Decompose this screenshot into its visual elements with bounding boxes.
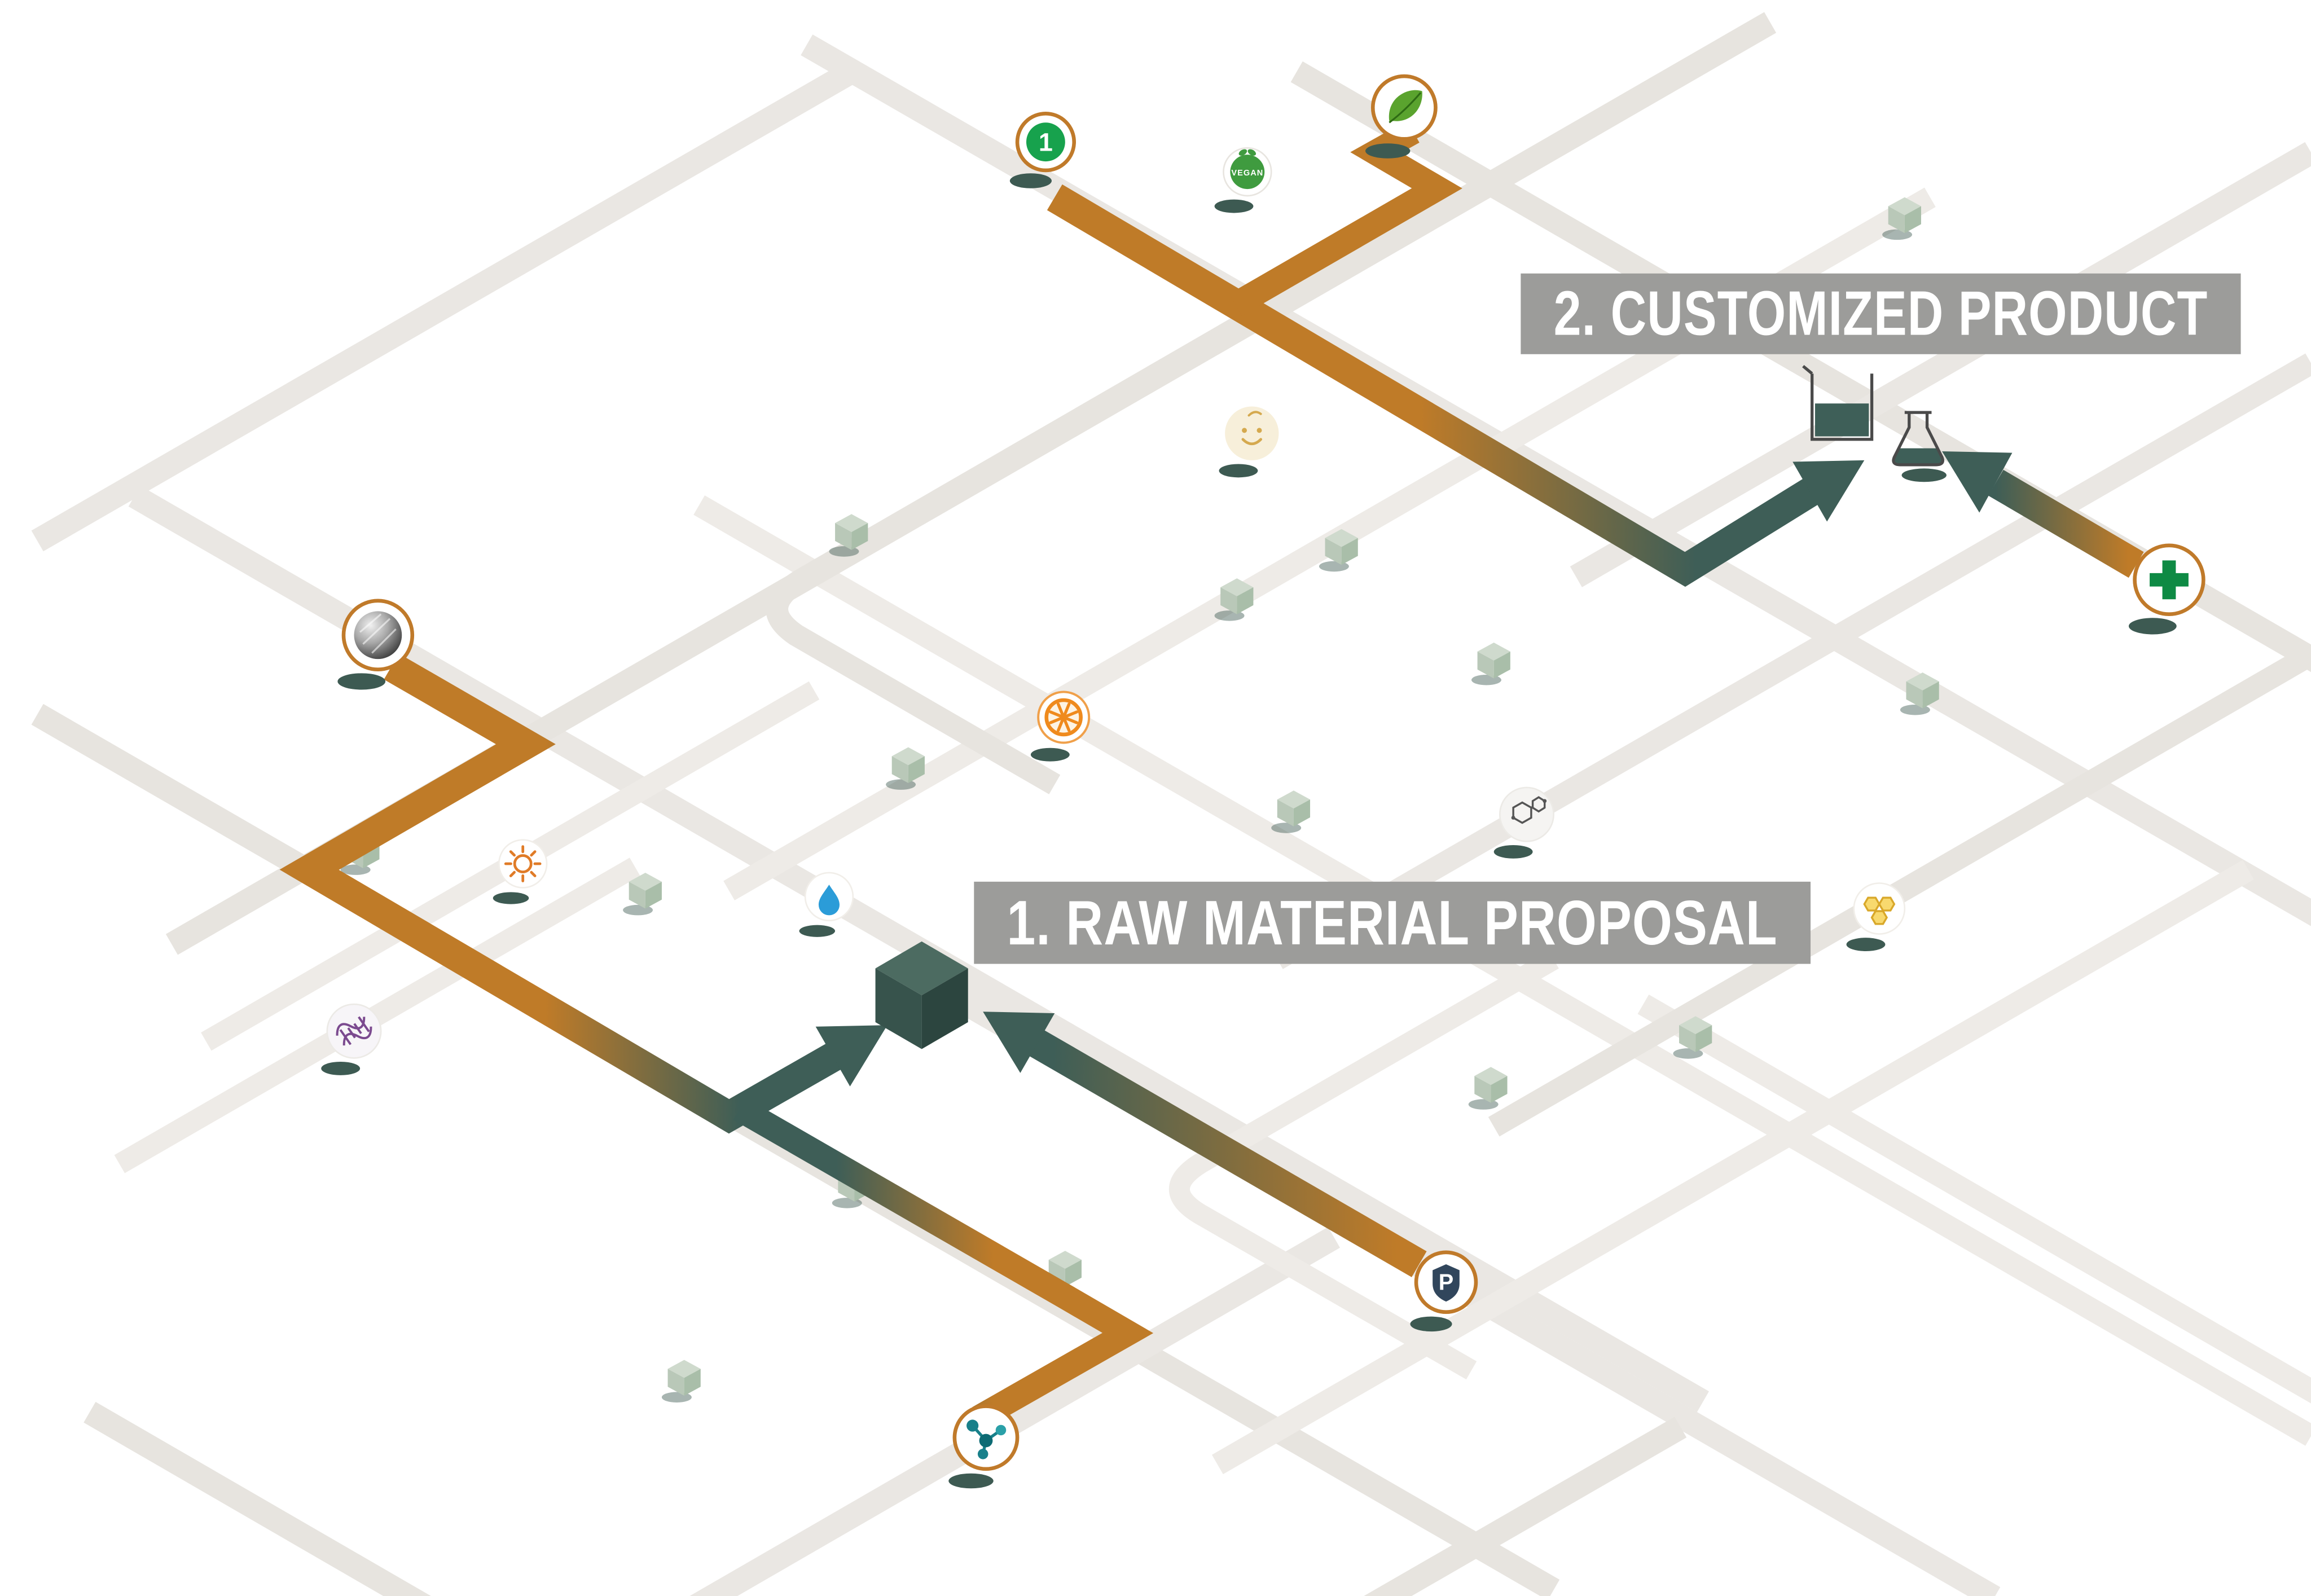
beaker-outline <box>1802 364 1874 441</box>
flask-outline <box>1892 411 1944 467</box>
route-top-main <box>1047 184 1818 587</box>
icon-shadow <box>799 925 836 937</box>
road-elbow <box>1169 950 1559 1380</box>
dna-helix-icon <box>321 1003 382 1075</box>
raw-material-node <box>875 941 968 1049</box>
cube-top <box>875 941 968 996</box>
route-sphere <box>279 653 841 1134</box>
road <box>693 495 2311 1446</box>
icon-shadow <box>1493 845 1533 859</box>
road <box>114 858 640 1173</box>
cube-right <box>921 968 968 1049</box>
molecule-structure-icon <box>1493 786 1554 859</box>
route-pharmacy <box>1988 469 2144 578</box>
routes <box>279 120 2144 1430</box>
leaf-icon <box>1365 74 1438 159</box>
road <box>31 61 858 552</box>
icon-shadow <box>1214 199 1254 213</box>
icon-shadow <box>1219 464 1258 478</box>
molecule-network-icon <box>948 1404 1020 1489</box>
sun-icon <box>493 839 548 904</box>
icon-shadow <box>337 673 386 690</box>
steel-sphere-icon <box>337 599 415 690</box>
baby-face-icon <box>1219 406 1279 478</box>
honeycomb-icon <box>1846 882 1906 952</box>
icon-shadow <box>1365 143 1411 159</box>
parking-shield-icon: P <box>1410 1250 1478 1332</box>
road <box>1364 1417 1687 1596</box>
pharmacy-cross-icon <box>2128 543 2205 635</box>
icon-shadow <box>1030 748 1070 762</box>
arrowhead <box>1792 460 1865 522</box>
arrowhead <box>815 1025 888 1087</box>
icon-shadow <box>1009 173 1052 188</box>
route-top-leaf-branch <box>1229 120 1462 316</box>
vegan-badge-icon: VEGAN <box>1214 147 1272 213</box>
road <box>1211 860 2254 1475</box>
orange-slice-icon <box>1030 691 1091 762</box>
label-bg <box>1521 273 2241 354</box>
vegan-text: VEGAN <box>1231 169 1263 178</box>
road <box>1488 645 2311 1137</box>
flask-liquid <box>1893 448 1943 465</box>
beaker-liquid <box>1814 403 1869 437</box>
icon-shadow <box>948 1473 994 1489</box>
label-customized-product: 2. CUSTOMIZED PRODUCT <box>1521 273 2241 354</box>
road <box>1637 994 2311 1404</box>
arrowhead <box>983 1012 1055 1073</box>
route-parking <box>1029 1030 1427 1277</box>
cube-marker <box>1271 790 1311 833</box>
cube-marker <box>1471 643 1510 685</box>
arrowhead <box>1942 451 2013 513</box>
label-step1-text: 1. RAW MATERIAL PROPOSAL <box>1007 887 1778 958</box>
road <box>1271 353 2311 969</box>
badge-one-text: 1 <box>1039 128 1053 157</box>
label-bg <box>974 881 1811 964</box>
number-1-badge-icon: 1 <box>1009 112 1077 188</box>
beaker-flask-icon <box>1802 364 1947 482</box>
cube-marker <box>1468 1067 1508 1110</box>
icon-shadow <box>1410 1316 1452 1332</box>
road <box>1570 142 2311 587</box>
cube-marker <box>661 1360 701 1402</box>
road <box>84 1401 431 1596</box>
cube-left <box>875 968 922 1049</box>
icon-shadow <box>2128 618 2177 635</box>
label-step2-text: 2. CUSTOMIZED PRODUCT <box>1554 278 2208 348</box>
icon-shadow <box>493 892 529 904</box>
icon-shadow <box>1846 938 1886 952</box>
parking-text: P <box>1439 1270 1453 1295</box>
label-raw-material-proposal: 1. RAW MATERIAL PROPOSAL <box>974 881 1811 964</box>
road-elbow <box>766 271 1324 794</box>
icon-shadow <box>321 1062 361 1075</box>
route-molecule <box>733 1097 1154 1430</box>
icon-shadow <box>1901 468 1947 482</box>
water-drop-icon <box>799 872 854 937</box>
